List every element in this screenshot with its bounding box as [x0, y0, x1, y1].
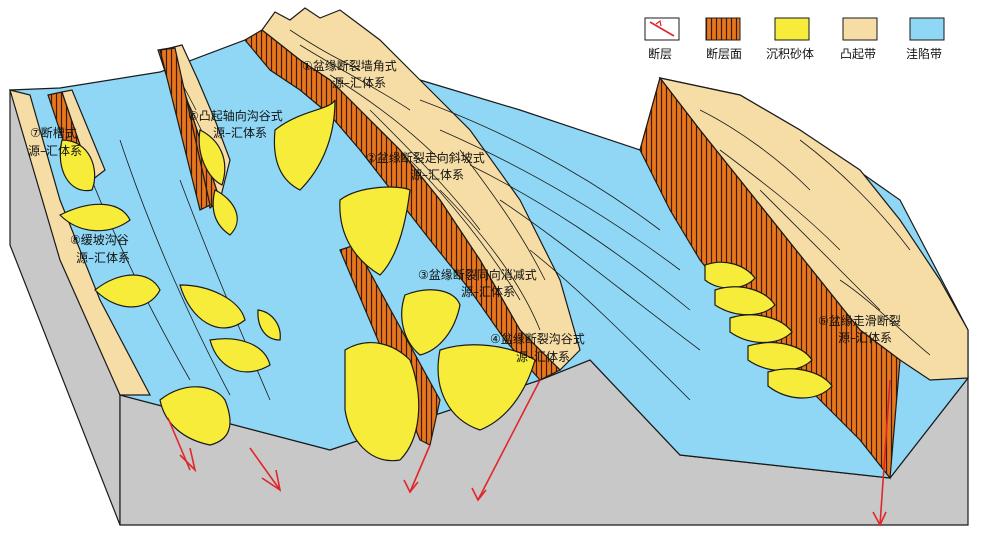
legend-item-fault-plane: 断层面	[705, 17, 742, 61]
system-labels: ①盆缘断裂墙角式 源–汇体系 ②盆缘断裂走向斜坡式 源–汇体系 ③盆缘断裂同向消…	[28, 58, 901, 364]
central-fault-plane	[244, 29, 562, 381]
sand-fan-bottom-left	[159, 386, 231, 446]
fault-plane-upper-left	[159, 47, 211, 211]
label-5-line1: ⑤凸起轴向沟谷式	[188, 108, 283, 123]
label-5-line2: 源–汇体系	[213, 126, 267, 140]
legend-label-depression: 洼陷带	[906, 46, 942, 61]
sand-fan-8b	[94, 274, 161, 308]
sand-fan-mid-b	[209, 338, 271, 373]
label-2-line1: ②盆缘断裂走向斜坡式	[366, 150, 485, 165]
label-8-line2: 源–汇体系	[76, 251, 130, 265]
sand-fan-6c	[729, 314, 793, 343]
legend: 断层 断层面 沉积砂体 凸起带 洼陷带	[644, 17, 945, 61]
legend-item-depression: 洼陷带	[906, 17, 945, 61]
legend-label-uplift: 凸起带	[840, 47, 876, 61]
uplift-left-edge	[9, 89, 151, 396]
label-7-line2: 源–汇体系	[28, 144, 82, 158]
sand-bodies	[58, 99, 833, 462]
sand-fan-5a	[198, 129, 226, 186]
sand-fan-2	[339, 186, 411, 276]
sand-fan-4	[437, 344, 536, 431]
sand-fan-6b	[714, 286, 776, 316]
depression-flow-lines	[79, 99, 701, 401]
legend-item-uplift: 凸起带	[840, 17, 878, 61]
label-6-line1: ⑥盆缘走滑断裂	[818, 313, 901, 328]
label-1-line2: 源–汇体系	[332, 76, 386, 90]
sand-fan-5b	[212, 189, 238, 236]
legend-label-fault-plane: 断层面	[706, 46, 742, 61]
sand-fan-6a	[704, 261, 756, 289]
label-8-line1: ⑧缓坡沟谷	[70, 233, 129, 247]
label-4-line1: ④盆缘断裂沟谷式	[490, 331, 585, 346]
label-3-line1: ③盆缘断裂同向消减式	[418, 267, 537, 282]
sand-fan-mid-c	[257, 309, 281, 341]
legend-item-sand-body: 沉积砂体	[766, 17, 814, 61]
sand-fan-1	[273, 99, 336, 191]
label-6-line2: 源–汇体系	[838, 331, 892, 345]
label-3-line2: 源–汇体系	[461, 285, 515, 299]
sand-fan-bottom-mid	[344, 341, 420, 462]
legend-label-fault: 断层	[648, 46, 672, 61]
sand-fan-7	[59, 139, 96, 192]
label-1-line1: ①盆缘断裂墙角式	[302, 58, 397, 73]
sand-fan-6e	[767, 368, 833, 399]
legend-label-sand-body: 沉积砂体	[766, 47, 814, 61]
sand-fan-6d	[747, 342, 813, 371]
sand-fan-8a	[58, 203, 131, 232]
sand-fan-3	[401, 289, 461, 356]
sand-fan-mid-a	[179, 284, 246, 329]
red-faults	[167, 379, 891, 527]
label-4-line2: 源–汇体系	[516, 350, 570, 364]
legend-item-fault: 断层	[644, 17, 680, 61]
label-2-line2: 源–汇体系	[410, 168, 464, 182]
label-7-line1: ⑦断槽式	[30, 125, 77, 140]
